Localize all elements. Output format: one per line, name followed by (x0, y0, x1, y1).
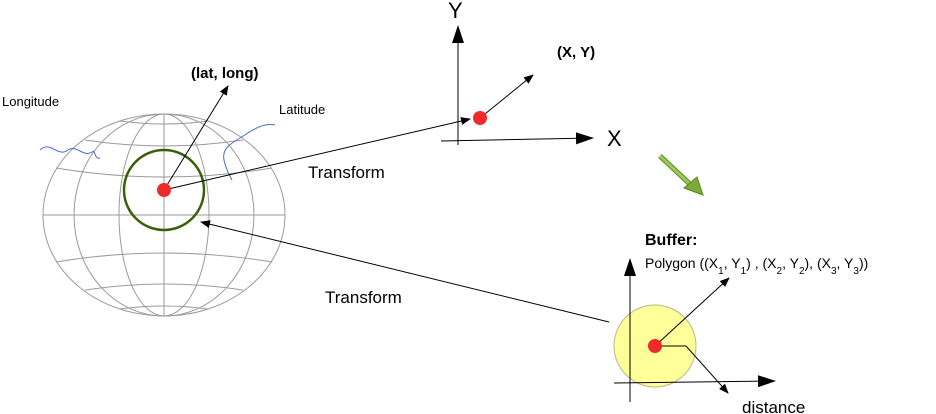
globe-parallel (84, 139, 244, 147)
latitude-squiggle (223, 123, 276, 181)
xy-point-label: (X, Y) (557, 44, 595, 61)
x-axis-label: X (607, 126, 622, 151)
globe-parallel (55, 252, 273, 263)
globe-parallel (119, 120, 209, 125)
xy-point (473, 111, 487, 125)
buffer-axes (613, 258, 776, 402)
globe-parallel (119, 305, 209, 310)
transform-label-back: Transform (325, 288, 402, 307)
polygon-arrow (654, 277, 730, 347)
x-axis (440, 132, 594, 145)
globe-parallel (55, 167, 273, 178)
transform-arrow-forward (163, 117, 471, 191)
latitude-label: Latitude (279, 102, 325, 117)
buffer-label: Buffer: (645, 232, 697, 249)
buffer-x-axis (613, 375, 776, 388)
transform-arrow-back (200, 220, 610, 323)
location-circle (122, 148, 206, 232)
globe (42, 113, 286, 317)
longitude-squiggle (39, 146, 101, 159)
xy-point-arrow (479, 74, 534, 119)
green-arrow (658, 154, 704, 196)
longitude-label: Longitude (2, 94, 59, 109)
buffer-center-point (648, 339, 662, 353)
xy-axes (440, 25, 594, 145)
lat-long-point (157, 183, 171, 197)
lat-long-label: (lat, long) (191, 65, 259, 82)
transform-label-forward: Transform (308, 163, 385, 182)
distance-label: distance (742, 398, 805, 414)
polygon-label: Polygon ((X1, Y1) , (X2, Y2), (X3, Y3)) (645, 255, 868, 277)
distance-arrow (685, 345, 729, 394)
globe-parallel (84, 283, 244, 291)
y-axis-label: Y (448, 0, 463, 23)
lat-long-arrow (163, 85, 229, 191)
